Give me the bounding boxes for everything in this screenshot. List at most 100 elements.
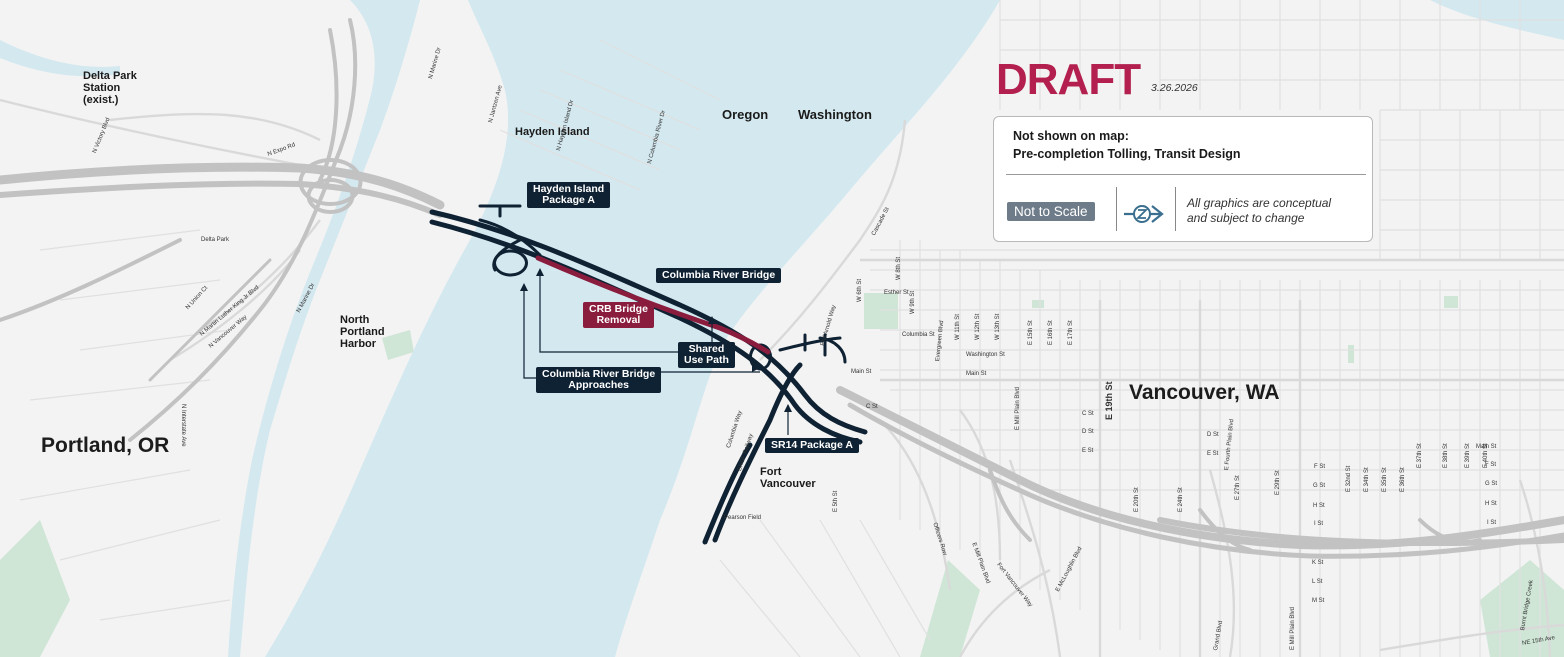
street-label: K St: [1312, 560, 1324, 566]
street-label: H St: [1485, 501, 1497, 507]
street-label: I St: [1487, 520, 1497, 526]
street-label: F St: [1485, 462, 1497, 468]
i5-south-ramp-west: [0, 238, 182, 322]
i5-north-tail: [836, 386, 1564, 550]
place-line: North: [340, 314, 370, 326]
street-label: E 29th St: [1275, 470, 1281, 495]
callout-line: CRB Bridge: [589, 303, 648, 315]
map-notes-box: Not shown on map: Pre-completion Tolling…: [993, 116, 1373, 242]
place-north-portland-harbor: North Portland Harbor: [340, 314, 385, 350]
street-label: E 19th St: [1104, 381, 1114, 420]
place-fort-vancouver: Fort Vancouver: [760, 466, 816, 490]
street-label: W 8th St: [896, 256, 902, 280]
callout-crb-bridge-removal: CRB Bridge Removal: [583, 302, 654, 328]
callout-line: Use Path: [684, 354, 729, 366]
columbia-blvd: [128, 18, 358, 442]
street-label: E 34th St: [1364, 467, 1370, 492]
crb-main-south: [429, 219, 863, 445]
street-label: Main St: [1476, 444, 1497, 450]
street-label: G St: [1485, 481, 1498, 487]
callout-shared-use-path: Shared Use Path: [678, 342, 735, 368]
street-label: Washington St: [966, 352, 1005, 358]
crb-removal-segment: [535, 255, 771, 355]
callout-line: Shared: [688, 343, 725, 355]
place-hayden-island: Hayden Island: [515, 126, 590, 138]
street-label: E St: [1207, 451, 1219, 457]
street-label: E 37th St: [1417, 443, 1423, 468]
street-label: W 12th St: [975, 313, 981, 340]
leader-arrows: [520, 268, 792, 412]
street-label: E 24th St: [1178, 487, 1184, 512]
disclaimer-line: All graphics are conceptual: [1187, 196, 1332, 210]
street-label: G St: [1313, 483, 1326, 489]
street-grid: [19, 0, 1564, 657]
sr14-rail: [712, 362, 803, 543]
approach-ramp-2: [803, 333, 847, 364]
draft-watermark: DRAFT: [996, 55, 1141, 104]
street-label: E 16th St: [1048, 320, 1054, 345]
callout-sr14-package-a: SR14 Package A: [765, 438, 859, 453]
street-label: E 38th St: [1443, 443, 1449, 468]
i5-south: [0, 162, 445, 210]
street-label: E 40th St: [1483, 443, 1489, 468]
street-label: N Interstate Ave: [180, 404, 186, 447]
city-label-vancouver: Vancouver, WA: [1129, 381, 1280, 404]
city-label-portland: Portland, OR: [41, 434, 170, 457]
street-label: W 6th St: [857, 278, 863, 302]
street-label: E 35th St: [1382, 467, 1388, 492]
place-line: (exist.): [83, 94, 119, 106]
draft-date: 3.26.2026: [1151, 82, 1198, 94]
conceptual-disclaimer: All graphics are conceptual and subject …: [1187, 196, 1331, 226]
callout-line: Removal: [596, 314, 641, 326]
park-portland-west: [0, 520, 70, 657]
street-label: E 39th St: [1465, 443, 1471, 468]
approach-ramp-1: [778, 336, 842, 352]
street-label: D St: [1082, 429, 1094, 435]
interchange-loop-2: [306, 178, 355, 214]
street-label: W 13th St: [995, 313, 1001, 340]
vancouver-ramp: [988, 468, 1032, 542]
park-small-1: [1444, 296, 1458, 308]
sr14-rail-lower: [702, 442, 753, 545]
east-interchange: [1198, 508, 1482, 552]
portland-slough: [0, 40, 120, 77]
street-label: F St: [1314, 464, 1326, 470]
street-label: W 9th St: [910, 290, 916, 314]
notes-items: Pre-completion Tolling, Transit Design: [1013, 147, 1241, 161]
north-portland-harbor: [228, 0, 420, 657]
street-label: H St: [1313, 503, 1325, 509]
north-arrow-icon: [1124, 205, 1164, 223]
place-line: Harbor: [340, 338, 377, 350]
hayden-loop: [493, 249, 528, 277]
street-label: E 5th St: [833, 490, 839, 512]
street-label: E 27th St: [1235, 475, 1241, 500]
street-label: Main St: [966, 371, 987, 377]
place-line: Portland: [340, 326, 385, 338]
place-delta-park-station: Delta Park Station (exist.): [83, 70, 137, 106]
callout-crb-approaches: Columbia River Bridge Approaches: [536, 367, 662, 393]
park-harbor: [382, 330, 414, 360]
street-label: E 36th St: [1400, 467, 1406, 492]
callout-columbia-river-bridge: Columbia River Bridge: [656, 268, 782, 283]
street-label: E 32nd St: [1346, 465, 1352, 492]
notes-separator: [1175, 187, 1176, 231]
park-fort-vancouver-south: [920, 560, 980, 657]
i5-south-b: [0, 180, 443, 218]
street-label: D St: [1207, 432, 1219, 438]
park-fort-vancouver: [864, 293, 898, 329]
callout-line: Approaches: [568, 379, 629, 391]
street-label: I St: [1314, 521, 1324, 527]
place-line: Station: [83, 82, 121, 94]
place-line: Delta Park: [83, 70, 137, 82]
street-label: E St: [1082, 448, 1094, 454]
state-label-oregon: Oregon: [722, 107, 769, 122]
street-label: E Mill Plain Blvd: [1015, 386, 1021, 430]
i5-north-tail-b: [847, 402, 1564, 559]
hayden-tee: [478, 204, 522, 218]
highways: [0, 18, 1564, 559]
place-line: Vancouver: [760, 478, 816, 490]
callout-hayden-island-package-a: Hayden Island Package A: [527, 182, 611, 208]
park-small-2: [1348, 345, 1354, 363]
street-label: E 17th St: [1068, 320, 1074, 345]
